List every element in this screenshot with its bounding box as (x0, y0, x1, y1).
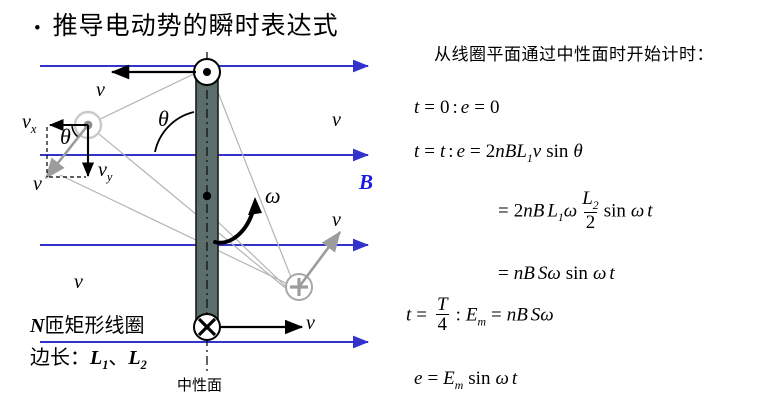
angle-label-coil: θ (158, 106, 169, 131)
physics-diagram: v v v v v v vx vy θ θ ω B N匝矩形线圈 边长：L1、L… (22, 52, 374, 394)
rotation-guide-lines (59, 66, 301, 301)
velocity-label-right-lower: v (332, 209, 341, 231)
page-title: • 推导电动势的瞬时表达式 (34, 6, 339, 42)
equation-t-zero: t=0:e=0 (414, 97, 500, 118)
velocity-resultant-arrow (44, 124, 90, 180)
velocity-arrow-right (297, 230, 342, 288)
component-dashed-guides (46, 127, 86, 178)
side-length-caption: 边长：L1、L2 (30, 347, 147, 372)
velocity-label-top: v (96, 79, 105, 101)
magnetic-field-label: B (359, 170, 374, 194)
velocity-x-label: vx (22, 111, 37, 136)
angle-label-left: θ (60, 124, 71, 149)
title-text: 推导电动势的瞬时表达式 (52, 13, 339, 40)
angular-velocity-arrow (213, 197, 262, 245)
coil-caption: N匝矩形线圈 (30, 315, 145, 337)
velocity-label-resultant: v (33, 173, 42, 195)
neutral-plane-label: 中性面 (177, 378, 223, 394)
angle-arc-coil (154, 111, 195, 153)
cross-into-page-bottom-icon (193, 313, 221, 341)
dot-out-of-page-top-icon (193, 58, 221, 86)
diagram-svg (40, 52, 369, 372)
velocity-label-lower-left: v (74, 271, 83, 293)
angular-velocity-label: ω (265, 183, 281, 208)
title-bullet-icon: • (34, 18, 41, 39)
velocity-label-bottom: v (306, 312, 315, 334)
angle-arc-left (71, 124, 79, 138)
velocity-y-label: vy (98, 159, 113, 184)
intro-paragraph: 从线圈平面通过中性面时开始计时： (434, 45, 714, 64)
axis-dot-center-icon (202, 191, 212, 201)
velocity-label-right-upper: v (332, 109, 341, 131)
